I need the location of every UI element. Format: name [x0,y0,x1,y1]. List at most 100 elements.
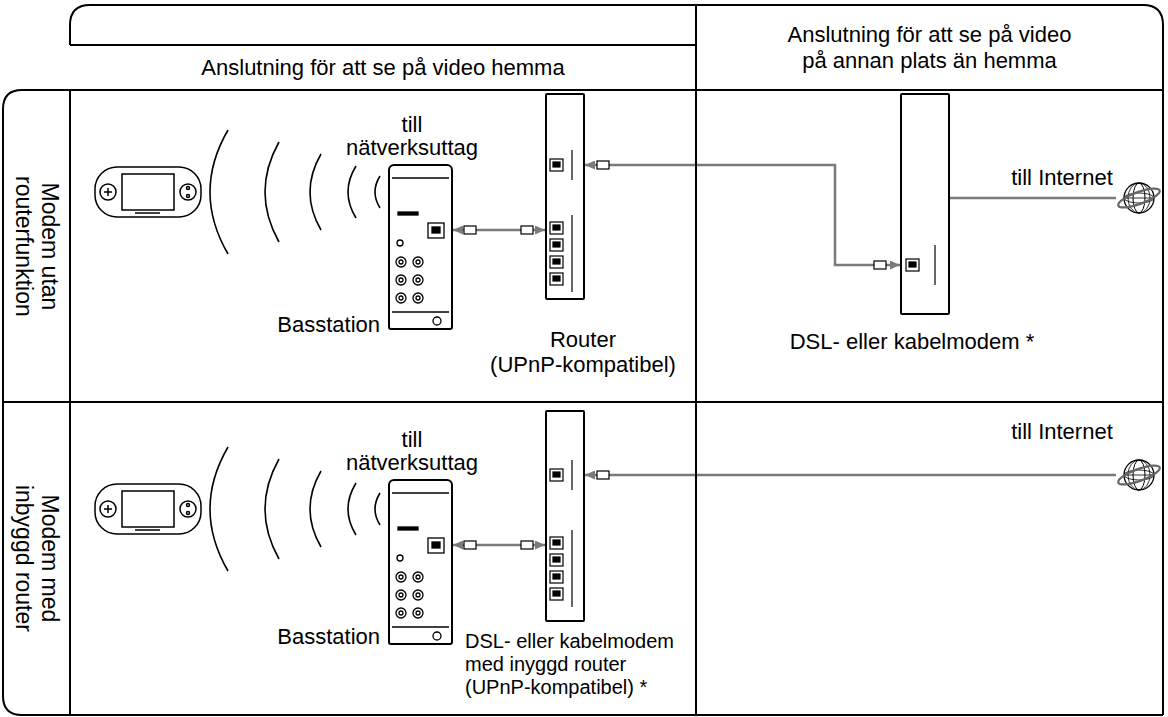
base-station-detail [392,493,449,640]
base-station-detail-part [399,296,403,300]
text-word: * [1026,329,1035,354]
globe-outline [1124,460,1154,490]
text-word: (UPnP-kompatibel) [490,352,676,377]
globe-equator [1124,198,1154,199]
row-header-label: Modem utan routerfunktion [10,161,63,331]
text-word: DSL- [790,329,840,354]
psp-console-part [100,184,116,200]
text-word: (UPnP-kompatibel) [465,676,634,698]
table-frame-part [70,5,1163,715]
base-station-detail-part [396,275,406,285]
base-station-detail-part [432,227,440,233]
cable-connector [585,474,1116,477]
column-header-label: Anslutning för att se på video på annan … [782,22,1077,73]
text-word: Router [550,327,616,352]
router-ports-part [550,239,563,251]
table-frame-part [70,44,696,46]
text-word: * [640,676,648,698]
base-station: till nätverksuttagBasstation [388,164,453,330]
router-modem: DSL- eller kabelmodem med inyggd router … [545,410,585,622]
base-station-detail-part [399,278,403,282]
psp-console-part [122,174,174,210]
text-word: hemma [983,48,1056,73]
text-word: annan [833,48,894,73]
base-station-detail-part [399,260,403,264]
text-word: router [11,572,37,632]
table-frame-part [695,5,697,715]
modem-port-part [909,262,916,267]
device-label: Router (UPnP-kompatibel) [483,327,683,378]
router-ports-part [550,537,563,549]
text-word: Anslutning [201,55,304,80]
text-word: på [988,22,1012,47]
base-station-detail-part [416,296,420,300]
globe-ring [1116,185,1161,211]
text-word: utan [37,265,63,310]
router-ports-part [550,554,563,566]
router-ports-part [550,273,563,285]
psp-console-part [187,187,190,190]
text-word: för [896,22,922,47]
router-ports-part [553,472,560,477]
modem-port [906,245,935,285]
globe-drawing [1116,452,1162,498]
text-word: se [373,55,396,80]
cable-plug-part [521,226,533,234]
router-ports-part [553,242,560,247]
text-word: inbyggd [11,485,37,566]
text-word: att [928,22,952,47]
router-ports-part [571,150,572,180]
cable-plug-part [597,471,609,479]
base-station-detail-part [392,177,449,178]
cable-plug-part [464,541,476,549]
text-word: med [465,653,504,675]
text-word: på [402,55,426,80]
cable-connector [585,165,900,265]
base-station-detail-part [413,275,423,285]
psp-console-part [135,212,160,214]
psp-console-part [104,188,112,196]
globe-parallel [1124,470,1154,480]
text-word: video [1019,22,1072,47]
column-header-label: Anslutning för att se på video hemma [201,55,564,80]
text-word: Basstation [277,624,380,649]
internet-globe: till Internet [1116,452,1162,498]
base-station-detail-part [413,293,423,303]
text-word: eller [516,630,554,652]
router-ports-part [550,159,563,171]
globe-drawing [1116,175,1162,221]
device-label: till Internet [997,419,1127,444]
text-word: att [342,55,366,80]
psp-console-part [95,167,201,217]
router-ports-part [550,588,563,600]
text-word: nätverksuttag [346,135,478,160]
text-word: för [310,55,336,80]
text-word: hemma [491,55,564,80]
router-ports-part [550,469,563,481]
column-header: Anslutning för att se på video hemma [70,45,696,90]
modem: DSL- eller kabelmodem * [900,93,950,315]
text-word: på [802,48,826,73]
text-word: till [402,112,423,137]
text-word: till [1011,165,1032,190]
text-word: med [37,578,63,623]
wireless-waves-part [210,130,228,254]
router-ports-part [571,460,572,490]
globe-equator [1124,475,1154,476]
text-word: än [953,48,977,73]
base-station-detail-part [413,257,423,267]
psp-console [95,484,201,534]
router-ports-part [571,215,572,292]
device-label: till nätverksuttag [337,428,487,474]
psp-console [95,167,201,217]
globe-outline [1124,183,1154,213]
router-ports-part [553,574,560,579]
base-station-detail [392,178,449,325]
wireless-waves-part [310,154,321,230]
device-label: till nätverksuttag [337,113,487,159]
text-word: Internet [1038,165,1113,190]
text-word: Modem [37,495,63,572]
text-word: DSL- [465,630,511,652]
text-word: inyggd [509,653,568,675]
